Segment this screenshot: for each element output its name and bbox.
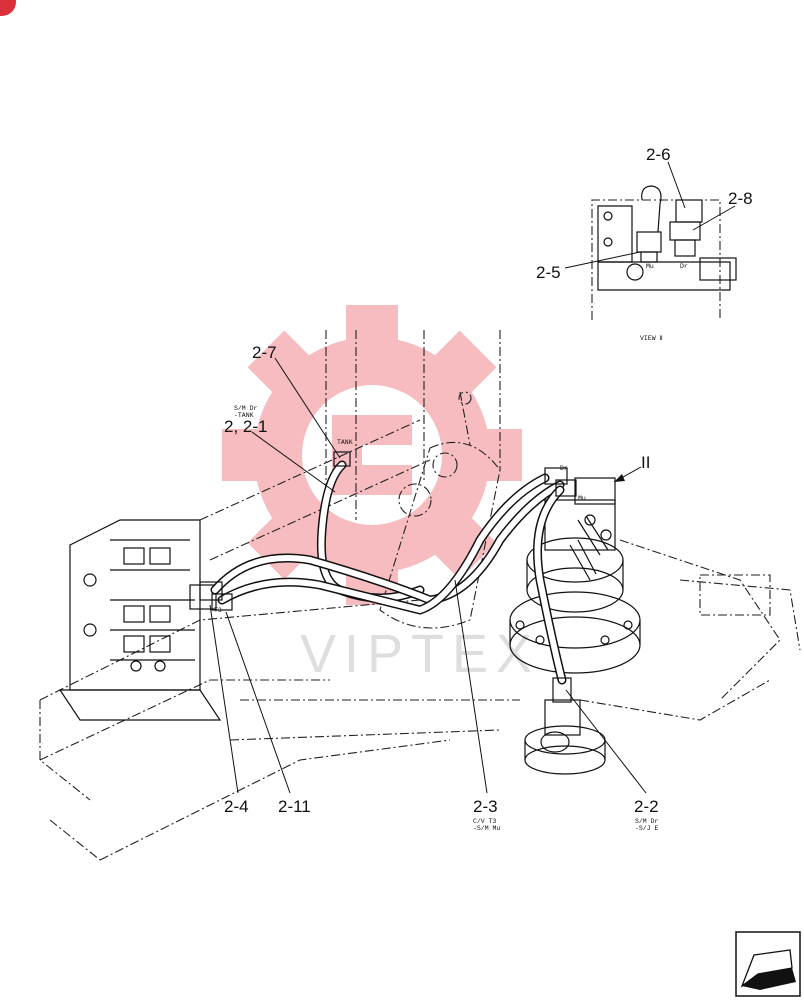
swing-motor: Dr Mu [509, 465, 641, 674]
inset-view: Mu Dr VIEW Ⅱ [591, 185, 737, 342]
hose-2-3 [210, 480, 565, 605]
hose-2-4 [217, 473, 550, 615]
hose-2-2 [533, 485, 572, 703]
swivel-joint [524, 699, 606, 775]
control-valve: T3 [39, 519, 222, 801]
callout-2-6: 2-6 [646, 145, 671, 164]
callout-2-3: 2-3 [473, 797, 498, 816]
corner-badge-icon [0, 0, 16, 16]
callout-labels: 2-6 2-8 2-5 2-7 S/M Dr -TANK 2, 2-1 TANK… [224, 145, 753, 832]
label-smdr-2: -S/J E [635, 825, 659, 832]
motor-mu-label: Mu [578, 495, 586, 502]
callout-2-8: 2-8 [728, 189, 753, 208]
watermark-gear-icon: VIPTEX [222, 305, 540, 684]
svg-text:VIPTEX: VIPTEX [300, 624, 540, 684]
tank-port-label: TANK [337, 439, 353, 446]
label-cv-1: C/V T3 [473, 818, 497, 825]
callout-2-4: 2-4 [224, 797, 249, 816]
label-sm-dr-tank-2: -TANK [234, 412, 254, 419]
inset-dr-label: Dr [680, 263, 688, 270]
label-cv-2: -S/M Mu [473, 825, 500, 832]
callout-2-5: 2-5 [536, 263, 561, 282]
label-sm-dr-tank-1: S/M Dr [234, 405, 258, 412]
callout-2-2-1: 2, 2-1 [224, 417, 267, 436]
label-smdr-1: S/M Dr [635, 818, 659, 825]
page-turn-arrow-icon[interactable] [735, 931, 801, 997]
callout-2-7: 2-7 [252, 343, 277, 362]
inset-view-label: VIEW Ⅱ [640, 335, 663, 342]
inset-mu-label: Mu [646, 263, 654, 270]
callout-view-ii: II [641, 453, 650, 472]
callout-2-11: 2-11 [278, 797, 311, 816]
callout-2-2: 2-2 [634, 797, 659, 816]
leader-lines [209, 161, 736, 794]
hose-fittings [199, 467, 609, 611]
